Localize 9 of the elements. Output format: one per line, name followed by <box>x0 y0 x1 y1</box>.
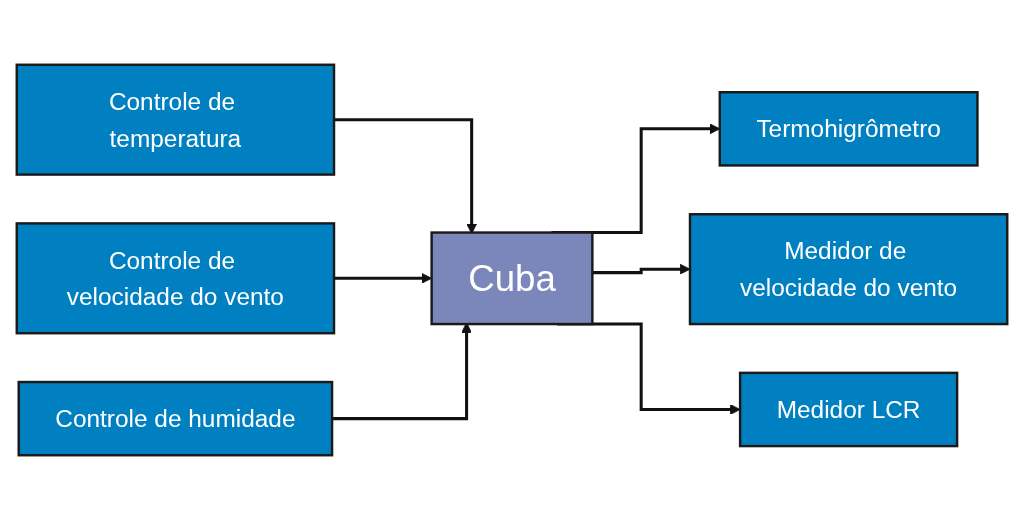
node-box: Controle de temperatura <box>15 63 335 176</box>
arrow <box>333 272 432 284</box>
node-box: Controle de humidade <box>17 380 333 456</box>
node-box: Termohigrômetro <box>718 90 979 167</box>
node-box: Controle de velocidade do vento <box>15 221 335 334</box>
arrow <box>591 263 690 274</box>
node-box: Medidor LCR <box>738 371 958 447</box>
node-box: Cuba <box>429 230 594 325</box>
node-box: Medidor de velocidade do vento <box>688 212 1008 325</box>
